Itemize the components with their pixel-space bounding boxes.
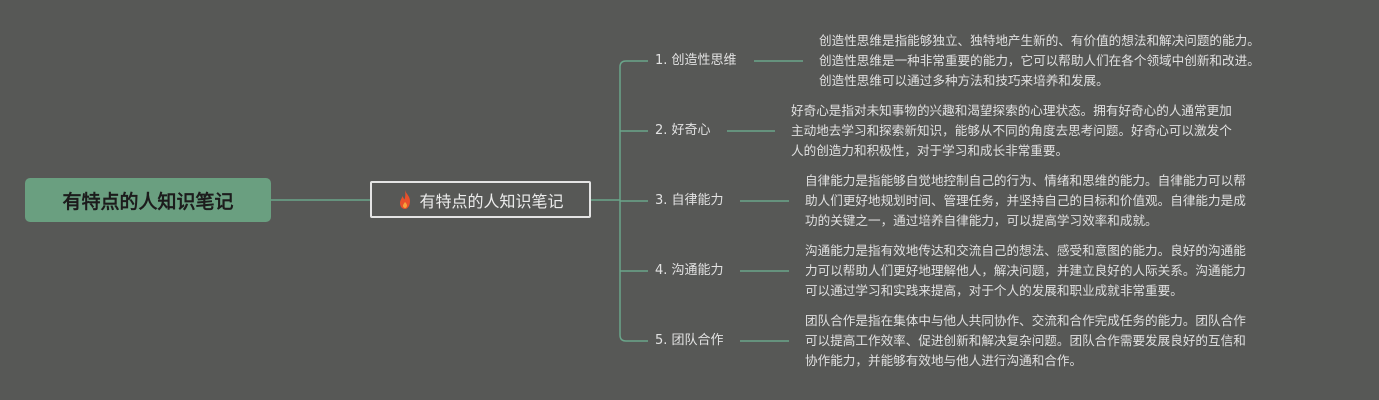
branch-4-description[interactable]: 沟通能力是指有效地传达和交流自己的想法、感受和意图的能力。良好的沟通能 力可以帮… [805, 243, 1246, 298]
branch-2-label[interactable]: 2. 好奇心 [655, 123, 711, 138]
branch-1-label[interactable]: 1. 创造性思维 [655, 53, 737, 68]
branch-1-description[interactable]: 创造性思维是指能够独立、独特地产生新的、有价值的想法和解决问题的能力。 创造性思… [819, 33, 1260, 88]
flame-icon [400, 189, 411, 209]
root-node[interactable]: 有特点的人知识笔记 [25, 178, 271, 222]
branch-3-description[interactable]: 自律能力是指能够自觉地控制自己的行为、情绪和思维的能力。自律能力可以帮 助人们更… [805, 173, 1246, 228]
branch-2-description[interactable]: 好奇心是指对未知事物的兴趣和渴望探索的心理状态。拥有好奇心的人通常更加 主动地去… [791, 103, 1232, 158]
branch-5-description[interactable]: 团队合作是指在集体中与他人共同协作、交流和合作完成任务的能力。团队合作 可以提高… [805, 313, 1246, 368]
branch-4-label[interactable]: 4. 沟通能力 [655, 263, 724, 278]
center-node[interactable]: 有特点的人知识笔记 [370, 181, 591, 218]
root-label: 有特点的人知识笔记 [62, 190, 234, 213]
branch-3-label[interactable]: 3. 自律能力 [655, 193, 724, 208]
center-label: 有特点的人知识笔记 [419, 191, 564, 211]
branch-5-label[interactable]: 5. 团队合作 [655, 333, 724, 348]
